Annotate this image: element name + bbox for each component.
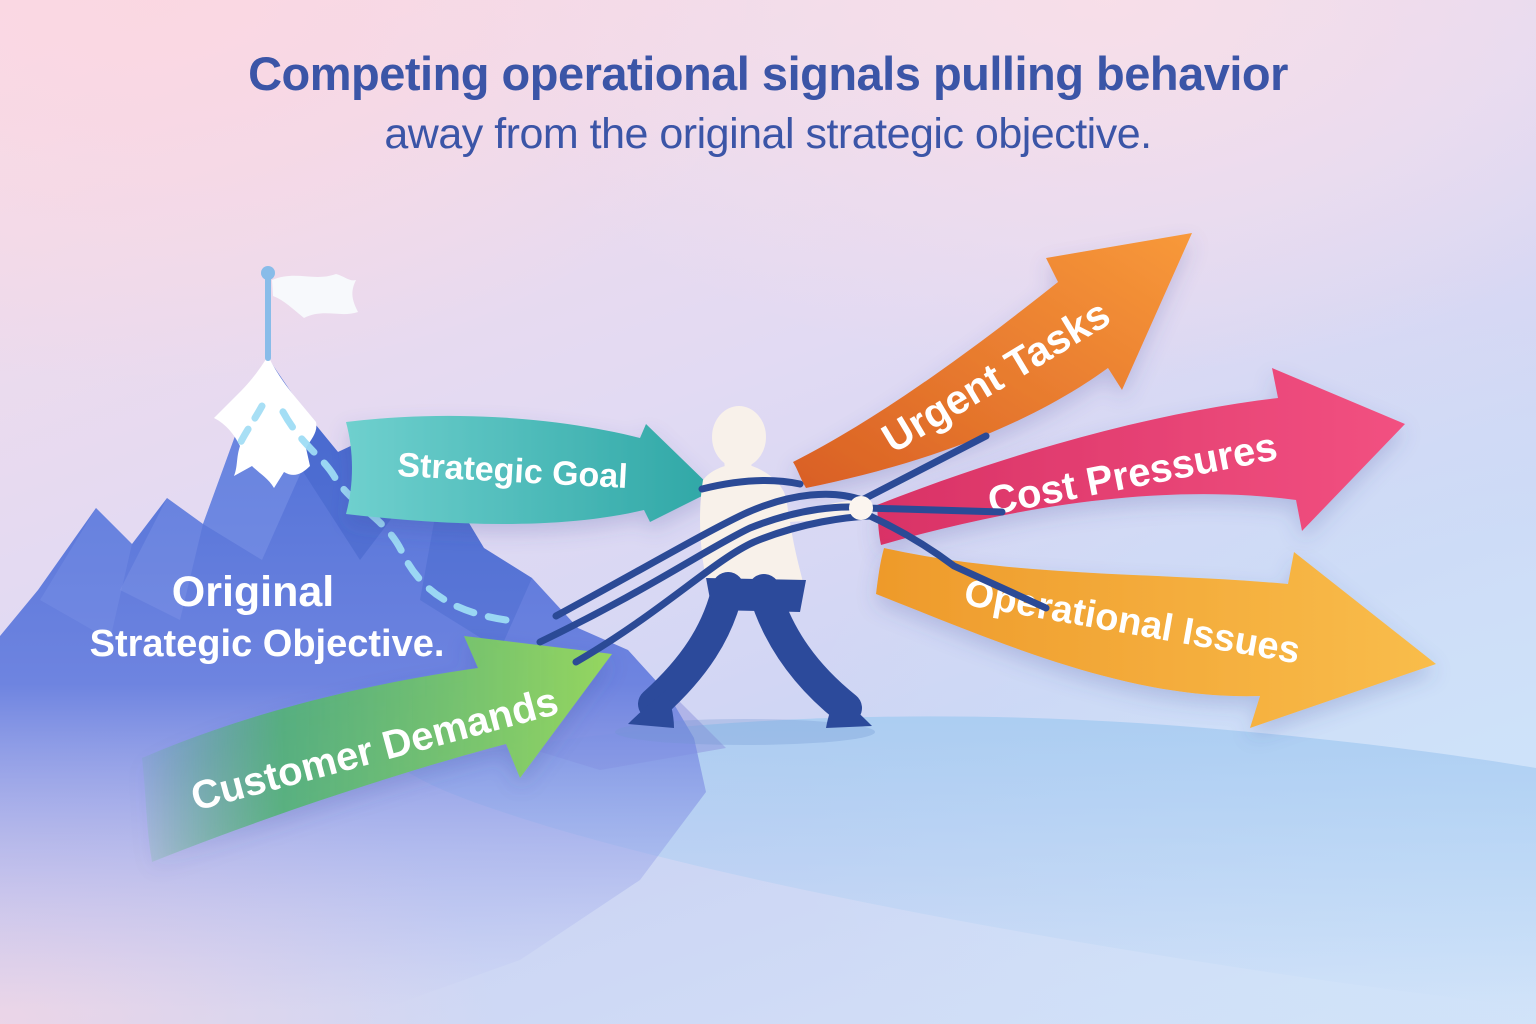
person-shadow [615,719,875,745]
headline-line1: Competing operational signals pulling be… [248,47,1288,100]
arrow-strategic-goal-shape [346,415,714,524]
person-foot-front [826,696,872,728]
summit-flag-icon [261,266,358,361]
arrow-customer-demands-shape [142,636,612,862]
rope-to-cost-pressures [536,503,1006,646]
rope-chest-band [698,477,804,493]
arrow-urgent-tasks-shape [793,233,1192,488]
summit-snow-cap [214,356,317,488]
mountain-label-line2: Strategic Objective. [90,623,445,665]
arrow-operational-issues: Operational Issues [876,548,1436,728]
arrow-cost-pressures-shape [877,368,1405,545]
rope-to-urgent-tasks [552,432,990,620]
person-hand [849,496,873,520]
mountain: Original Strategic Objective. [0,266,706,1010]
headline: Competing operational signals pulling be… [0,50,1536,156]
mountain-label-line1: Original [172,568,334,616]
headline-line2: away from the original strategic objecti… [384,110,1152,158]
flag-cloth [272,274,358,318]
person-foot-back [628,690,674,728]
arrow-strategic-goal: Strategic Goal [346,415,714,524]
rope-lines [536,432,1050,666]
summit-dashed-path [278,406,510,624]
person-hips [706,578,806,612]
summit-dashed-branch [234,402,266,452]
person-head [712,406,766,468]
rope-to-operational-issues [572,512,1050,666]
